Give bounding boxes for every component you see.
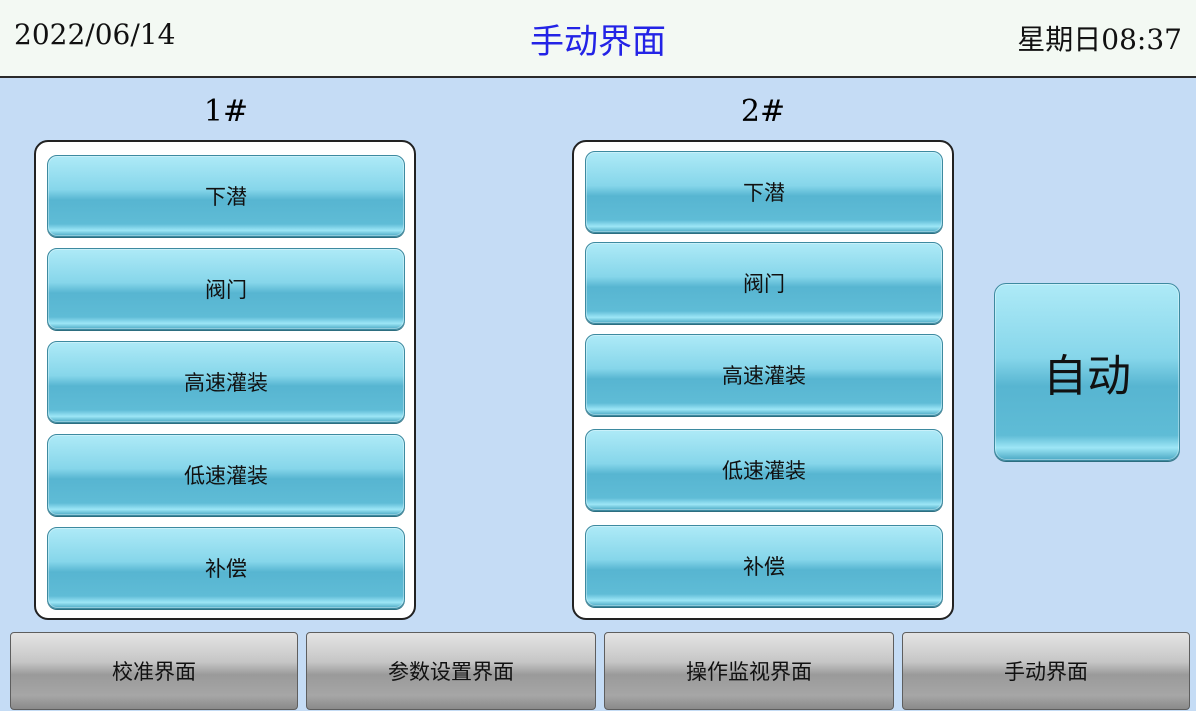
weekday-time-display: 星期日08:37: [1017, 23, 1182, 56]
group-1-valve-button[interactable]: 阀门: [47, 248, 405, 330]
group-1-panel: 下潜 阀门 高速灌装 低速灌装 补偿: [34, 140, 416, 620]
nav-operation-monitor-button[interactable]: 操作监视界面: [604, 632, 894, 710]
group-1-low-speed-fill-button[interactable]: 低速灌装: [47, 434, 405, 516]
group-1-title: 1#: [203, 94, 249, 129]
group-2-valve-button[interactable]: 阀门: [585, 242, 943, 324]
group-1-compensate-button[interactable]: 补偿: [47, 527, 405, 609]
group-2-dive-button[interactable]: 下潜: [585, 151, 943, 233]
header-bar: 2022/06/14 手动界面 星期日08:37: [0, 0, 1196, 78]
date-display: 2022/06/14: [14, 18, 176, 51]
group-2-high-speed-fill-button[interactable]: 高速灌装: [585, 334, 943, 416]
bottom-navigation: 校准界面 参数设置界面 操作监视界面 手动界面: [0, 630, 1196, 711]
group-2-title: 2#: [740, 94, 786, 129]
nav-manual-button[interactable]: 手动界面: [902, 632, 1190, 710]
page-title: 手动界面: [530, 22, 666, 62]
group-2-panel: 下潜 阀门 高速灌装 低速灌装 补偿: [572, 140, 954, 620]
group-2-compensate-button[interactable]: 补偿: [585, 525, 943, 607]
nav-parameter-settings-button[interactable]: 参数设置界面: [306, 632, 596, 710]
nav-calibration-button[interactable]: 校准界面: [10, 632, 298, 710]
group-2-low-speed-fill-button[interactable]: 低速灌装: [585, 429, 943, 511]
group-1-dive-button[interactable]: 下潜: [47, 155, 405, 237]
auto-mode-button[interactable]: 自动: [994, 283, 1180, 461]
group-1-high-speed-fill-button[interactable]: 高速灌装: [47, 341, 405, 423]
